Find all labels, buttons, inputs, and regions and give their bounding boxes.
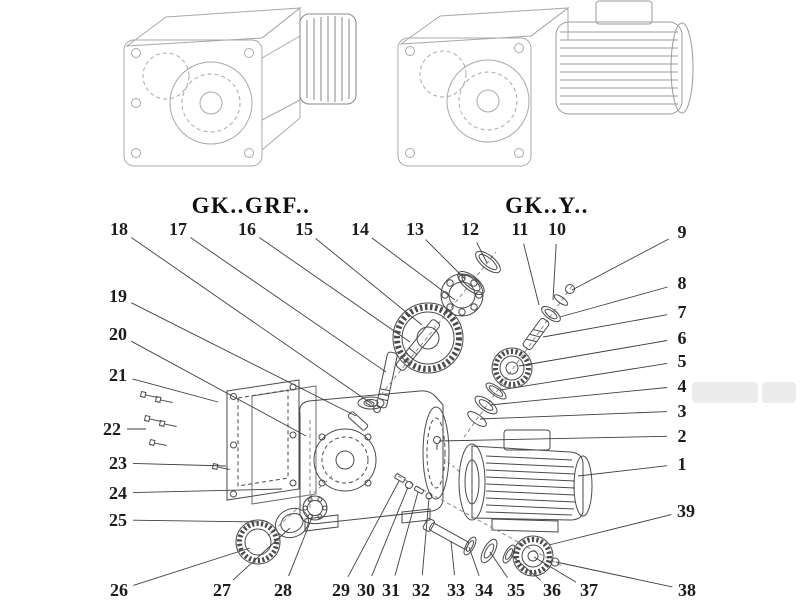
part-number-33: 33 [445, 580, 467, 600]
leader-line-18 [131, 237, 373, 405]
part-number-37: 37 [578, 580, 600, 600]
part-number-13: 13 [404, 219, 426, 239]
part-number-21: 21 [107, 365, 129, 385]
leader-line-8 [559, 286, 668, 318]
gk-y-assembly-drawing [397, 0, 694, 167]
leader-line-21 [132, 378, 219, 403]
leader-line-32 [421, 497, 430, 576]
watermark [692, 382, 796, 403]
leader-line-39 [548, 514, 672, 546]
part-number-14: 14 [349, 219, 371, 239]
part-number-1: 1 [675, 454, 689, 474]
part-number-4: 4 [675, 376, 689, 396]
mounting-bolts [139, 390, 230, 471]
gk-grf-assembly-drawing [123, 6, 357, 167]
large-gear [392, 302, 464, 374]
part-number-27: 27 [211, 580, 233, 600]
part-number-18: 18 [108, 219, 130, 239]
leader-line-9 [571, 238, 669, 291]
leader-line-5 [499, 362, 668, 391]
leader-line-12 [476, 242, 488, 264]
part-number-22: 22 [101, 419, 123, 439]
leader-line-2 [438, 435, 668, 442]
part-number-16: 16 [236, 219, 258, 239]
part-number-36: 36 [541, 580, 563, 600]
output-shaft-assembly [394, 473, 563, 577]
leader-line-10 [552, 243, 557, 301]
part-number-10: 10 [546, 219, 568, 239]
part-number-28: 28 [272, 580, 294, 600]
leader-line-7 [542, 314, 668, 338]
leader-line-23 [132, 462, 227, 467]
cover-plate-and-gasket [226, 379, 317, 505]
leader-line-19 [131, 302, 357, 417]
output-gear [512, 535, 554, 577]
part-number-38: 38 [676, 580, 698, 600]
leader-line-37 [533, 556, 577, 583]
part-number-24: 24 [107, 483, 129, 503]
part-number-5: 5 [675, 351, 689, 371]
leader-line-36 [510, 554, 541, 581]
part-number-29: 29 [330, 580, 352, 600]
part-number-25: 25 [107, 510, 129, 530]
leader-line-24 [132, 488, 283, 494]
motor [442, 429, 593, 533]
leader-line-4 [489, 387, 668, 406]
leader-line-29 [347, 480, 400, 578]
part-number-32: 32 [410, 580, 432, 600]
output-seal-rings [235, 475, 333, 565]
part-number-12: 12 [459, 219, 481, 239]
leader-line-1 [577, 465, 668, 477]
leader-line-28 [288, 514, 314, 577]
part-number-23: 23 [107, 453, 129, 473]
leader-line-30 [371, 486, 409, 577]
leader-line-3 [479, 411, 668, 420]
part-number-30: 30 [355, 580, 377, 600]
leader-line-20 [130, 340, 307, 437]
leader-line-35 [489, 551, 508, 578]
part-number-39: 39 [675, 501, 697, 521]
part-number-20: 20 [107, 324, 129, 344]
part-number-19: 19 [107, 286, 129, 306]
part-number-31: 31 [380, 580, 402, 600]
gear-housing [299, 390, 450, 532]
leader-line-16 [259, 237, 411, 343]
part-number-11: 11 [509, 219, 531, 239]
leader-line-27 [232, 527, 291, 581]
leader-line-33 [450, 540, 455, 576]
part-number-8: 8 [675, 273, 689, 293]
leader-line-25 [132, 519, 257, 523]
leader-line-13 [425, 239, 466, 280]
variant-label-gk-grf: GK..GRF.. [191, 193, 311, 218]
part-number-2: 2 [675, 426, 689, 446]
input-shaft-assembly [461, 284, 575, 441]
part-number-34: 34 [473, 580, 495, 600]
part-number-26: 26 [108, 580, 130, 600]
leader-line-26 [133, 547, 251, 586]
part-number-9: 9 [675, 222, 689, 242]
leader-line-31 [394, 491, 419, 576]
leader-line-11 [523, 243, 540, 306]
part-number-7: 7 [675, 302, 689, 322]
part-number-35: 35 [505, 580, 527, 600]
vent-plug [433, 436, 441, 450]
part-number-15: 15 [293, 219, 315, 239]
input-cap-fins [299, 13, 357, 105]
leader-line-15 [315, 238, 423, 326]
part-number-3: 3 [675, 401, 689, 421]
retaining-ring [475, 250, 501, 274]
part-number-6: 6 [675, 328, 689, 348]
leader-line-34 [468, 546, 480, 576]
leader-line-14 [371, 237, 456, 301]
part-number-17: 17 [167, 219, 189, 239]
leader-line-38 [555, 561, 673, 588]
motor-ghost [555, 0, 694, 115]
leader-line-17 [190, 237, 387, 373]
variant-label-gk-y: GK..Y.. [505, 193, 589, 218]
leader-line-6 [518, 340, 668, 367]
